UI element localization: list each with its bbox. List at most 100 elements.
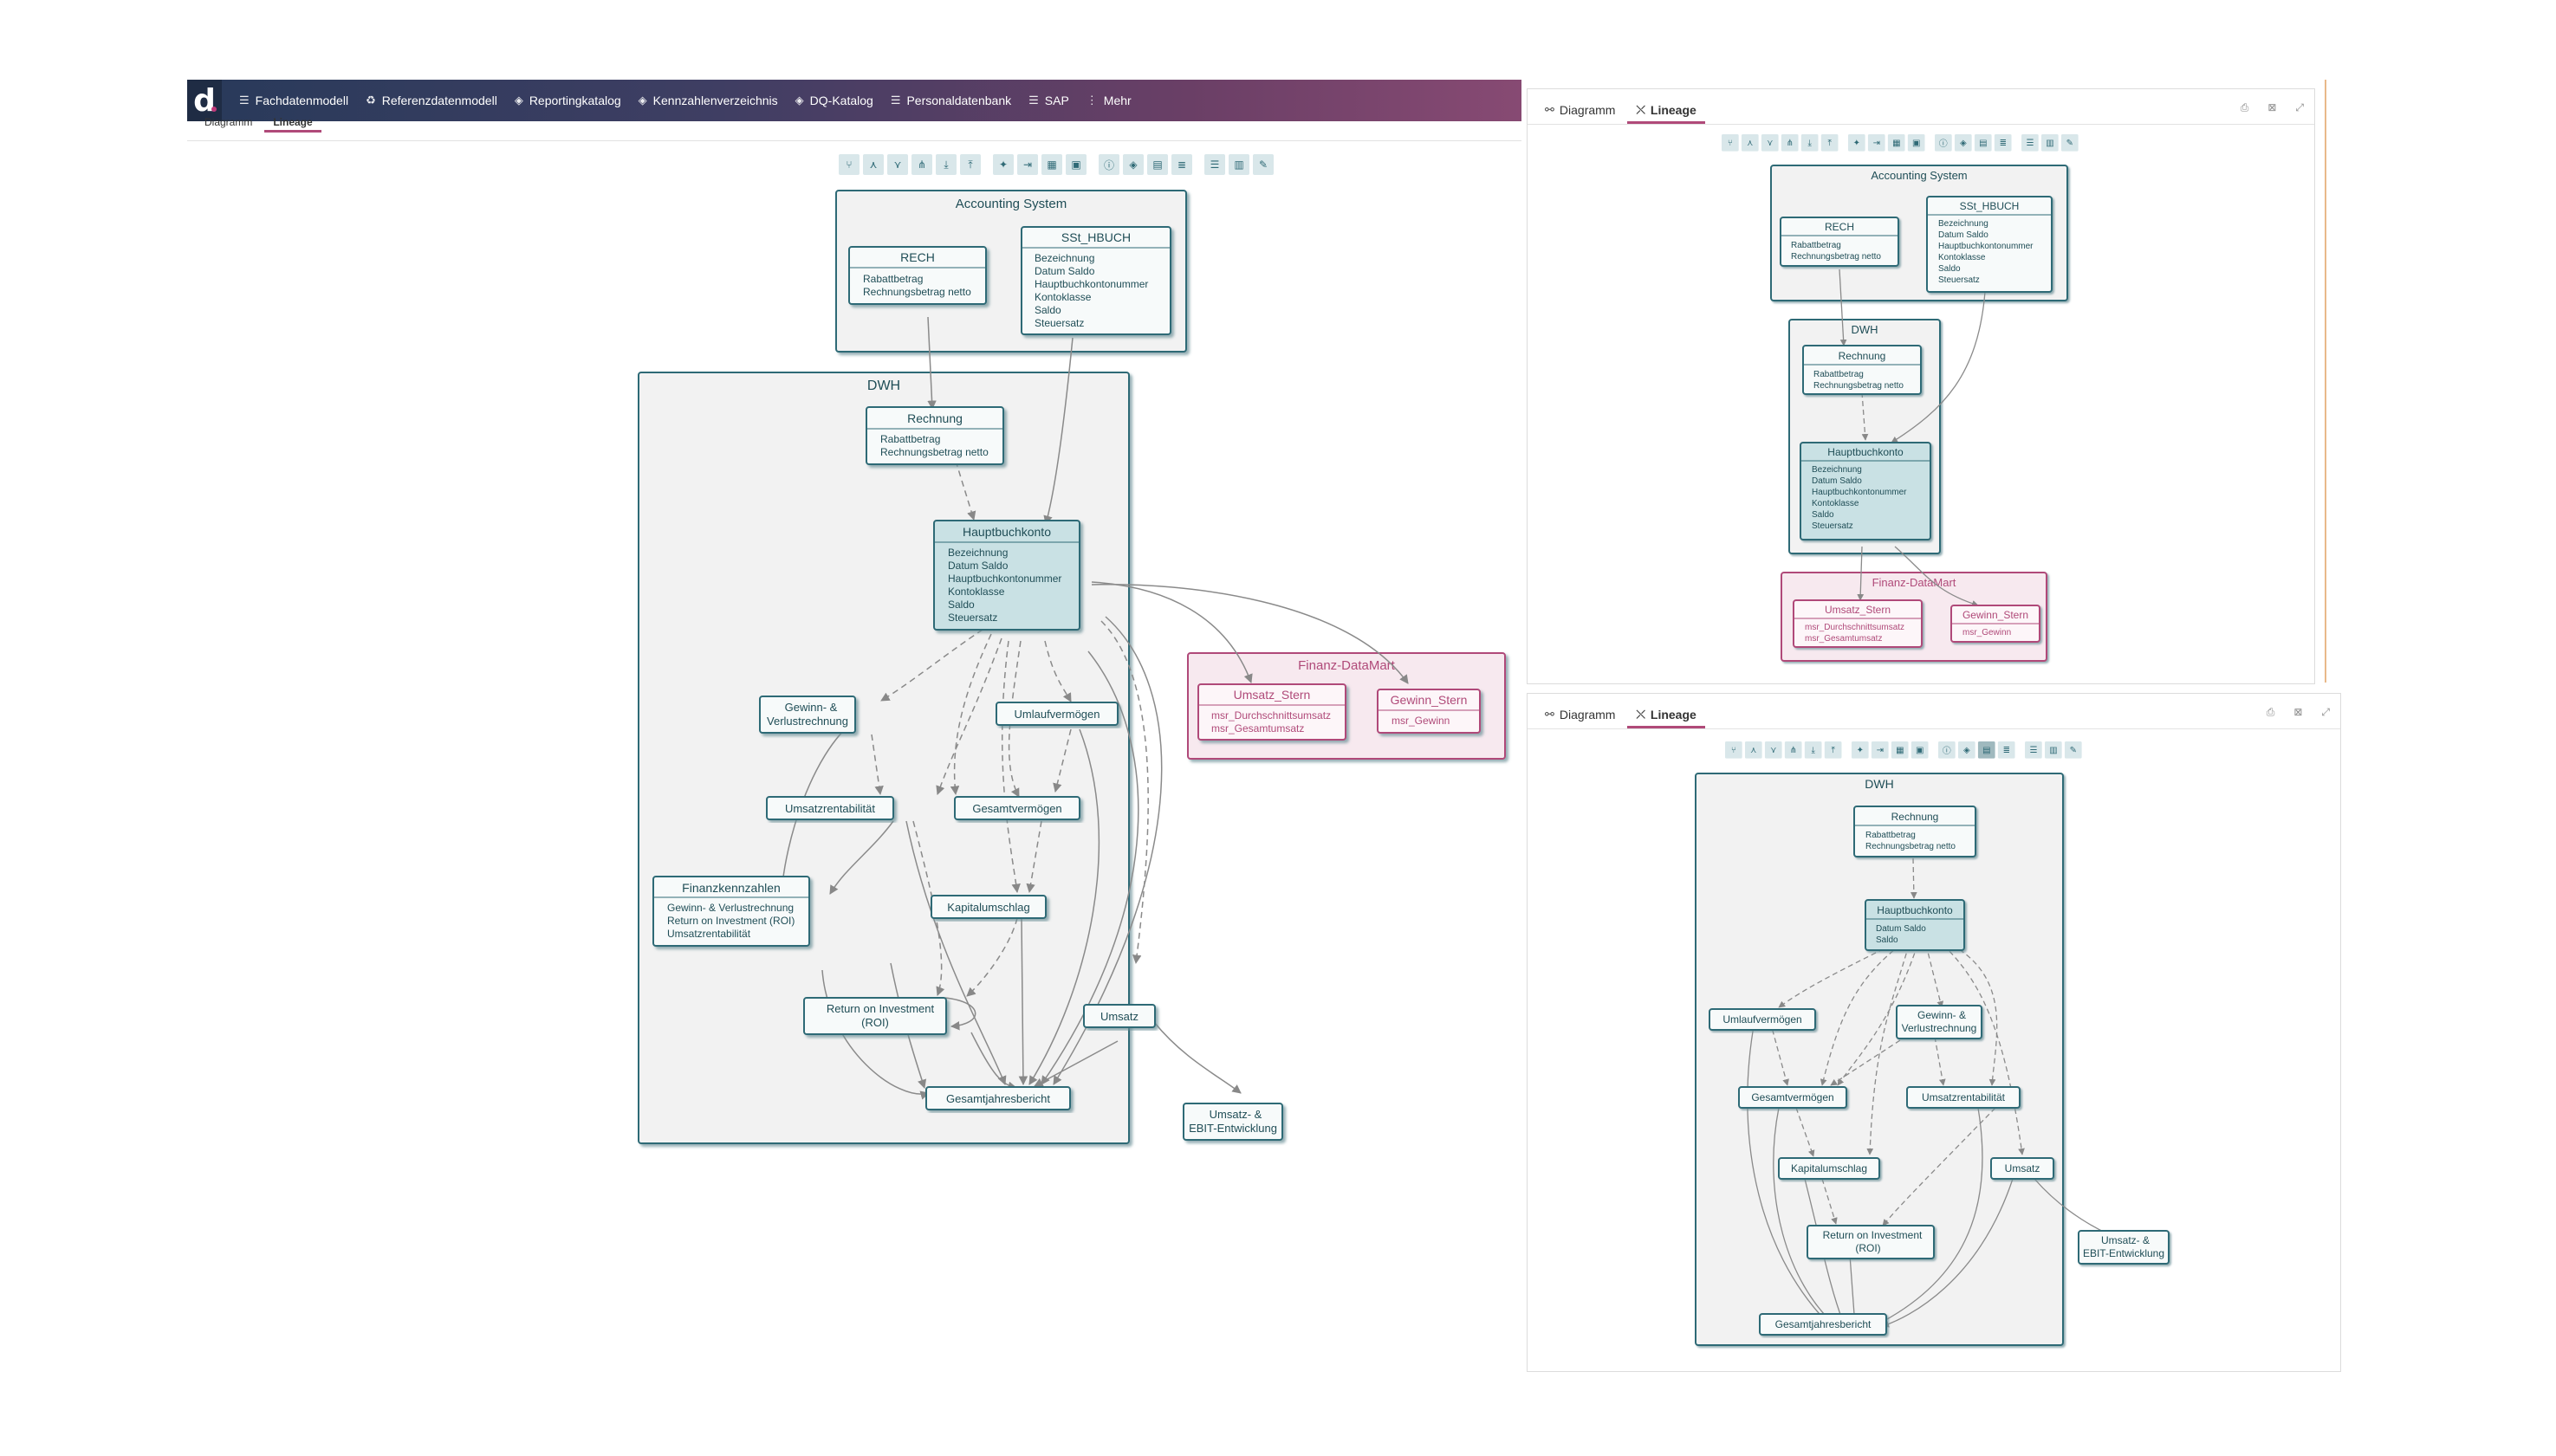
layout-tree-icon[interactable]: ⑂ — [1722, 134, 1739, 152]
tab-diagramm[interactable]: ⚯Diagramm — [1536, 103, 1624, 124]
center-icon[interactable]: ◈ — [1957, 741, 1975, 759]
arrow-icon[interactable]: ⇥ — [1017, 154, 1038, 175]
info-icon[interactable]: ⓘ — [1938, 741, 1956, 759]
node-gesamtjahresbericht[interactable]: Gesamtjahresbericht — [1759, 1313, 1887, 1336]
node-rech[interactable]: RECH Rabattbetrag Rechnungsbetrag netto — [848, 246, 987, 305]
node-hauptbuchkonto[interactable]: Hauptbuchkonto Datum Saldo Saldo — [1865, 899, 1965, 951]
expand-icon[interactable]: ⤢ — [2295, 101, 2304, 113]
node-gewinn-stern[interactable]: Gewinn_Stern msr_Gewinn — [1377, 689, 1481, 734]
node-umsatz-stern[interactable]: Umsatz_Stern msr_Durchschnittsumsatz msr… — [1197, 683, 1346, 741]
database-icon[interactable]: ▤ — [1977, 741, 1995, 759]
edit-icon[interactable]: ✎ — [2060, 134, 2079, 152]
node-return-on-investment[interactable]: Return on Investment (ROI) — [1807, 1225, 1935, 1259]
layout-branch-icon[interactable]: ⋔ — [1784, 741, 1802, 759]
layout-tree-icon[interactable]: ⑂ — [839, 154, 860, 175]
edit-icon[interactable]: ✎ — [1253, 154, 1274, 175]
list-icon[interactable]: ☰ — [2025, 741, 2042, 759]
tab-lineage[interactable]: Lineage — [264, 116, 321, 133]
align-bottom-icon[interactable]: ⤓ — [936, 154, 957, 175]
node-gewinn-stern[interactable]: Gewinn_Stern msr_Gewinn — [1950, 605, 2040, 643]
node-umlaufvermoegen[interactable]: Umlaufvermögen — [996, 702, 1119, 726]
pin-icon[interactable]: ✦ — [1847, 134, 1865, 152]
print-icon[interactable]: ⎙ — [2266, 706, 2275, 718]
node-rechnung[interactable]: Rechnung Rabattbetrag Rechnungsbetrag ne… — [1802, 345, 1922, 395]
edit-icon[interactable]: ✎ — [2064, 741, 2082, 759]
node-hauptbuchkonto[interactable]: Hauptbuchkonto Bezeichnung Datum Saldo H… — [1800, 442, 1931, 540]
grid-icon[interactable]: ▦ — [1891, 741, 1909, 759]
node-kapitalumschlag[interactable]: Kapitalumschlag — [931, 895, 1047, 919]
print-icon[interactable]: ⎙ — [2240, 101, 2249, 113]
align-bottom-icon[interactable]: ⤓ — [1800, 134, 1819, 152]
layout-down-icon[interactable]: ⋎ — [1764, 741, 1782, 759]
info-icon[interactable]: ⓘ — [1935, 134, 1952, 152]
center-icon[interactable]: ◈ — [1954, 134, 1972, 152]
stack-icon[interactable]: ≣ — [1994, 134, 2012, 152]
table-icon[interactable]: ▥ — [1229, 154, 1249, 175]
tab-lineage[interactable]: ⤬Lineage — [1627, 103, 1705, 124]
tab-diagramm[interactable]: ⚯Diagramm — [1536, 708, 1624, 728]
node-gewinn-verlustrechnung[interactable]: Gewinn- & Verlustrechnung — [759, 696, 856, 734]
close-icon[interactable]: ⊠ — [2293, 706, 2303, 718]
table-icon[interactable]: ▥ — [2041, 134, 2059, 152]
layout-down-icon[interactable]: ⋎ — [887, 154, 908, 175]
node-gewinn-verlustrechnung[interactable]: Gewinn- & Verlustrechnung — [1896, 1005, 1982, 1039]
table-icon[interactable]: ▥ — [2045, 741, 2062, 759]
save-icon[interactable]: ▣ — [1066, 154, 1087, 175]
nav-fachdatenmodell[interactable]: ☰Fachdatenmodell — [239, 94, 348, 107]
align-top-icon[interactable]: ⤒ — [1820, 134, 1839, 152]
tab-diagramm[interactable]: Diagramm — [196, 116, 261, 135]
node-umsatzrentabilitaet[interactable]: Umsatzrentabilität — [766, 796, 894, 820]
node-umsatz-ebit-entwicklung[interactable]: Umsatz- & EBIT-Entwicklung — [2078, 1230, 2170, 1265]
nav-dq-katalog[interactable]: ◈DQ-Katalog — [795, 94, 873, 107]
layout-branch-icon[interactable]: ⋔ — [911, 154, 932, 175]
arrow-icon[interactable]: ⇥ — [1871, 741, 1889, 759]
nav-referenzdatenmodell[interactable]: ♻Referenzdatenmodell — [366, 94, 497, 107]
info-icon[interactable]: ⓘ — [1099, 154, 1119, 175]
align-bottom-icon[interactable]: ⤓ — [1804, 741, 1822, 759]
node-finanzkennzahlen[interactable]: Finanzkennzahlen Gewinn- & Verlustrechnu… — [652, 876, 810, 947]
grid-icon[interactable]: ▦ — [1041, 154, 1062, 175]
arrow-icon[interactable]: ⇥ — [1867, 134, 1885, 152]
node-gesamtvermoegen[interactable]: Gesamtvermögen — [1738, 1086, 1847, 1109]
nav-personaldatenbank[interactable]: ☰Personaldatenbank — [891, 94, 1011, 107]
expand-icon[interactable]: ⤢ — [2321, 706, 2330, 718]
node-umsatz[interactable]: Umsatz — [1083, 1004, 1156, 1028]
layout-up-icon[interactable]: ⋏ — [1744, 741, 1762, 759]
node-sst-hbuch[interactable]: SSt_HBUCH Bezeichnung Datum Saldo Hauptb… — [1926, 196, 2053, 293]
node-return-on-investment[interactable]: Return on Investment (ROI) — [803, 997, 947, 1035]
layout-tree-icon[interactable]: ⑂ — [1725, 741, 1742, 759]
nav-reportingkatalog[interactable]: ◈Reportingkatalog — [515, 94, 621, 107]
grid-icon[interactable]: ▦ — [1887, 134, 1905, 152]
node-umsatz-ebit-entwicklung[interactable]: Umsatz- & EBIT-Entwicklung — [1183, 1103, 1283, 1141]
node-umsatzrentabilitaet[interactable]: Umsatzrentabilität — [1906, 1086, 2021, 1109]
stack-icon[interactable]: ≣ — [1171, 154, 1192, 175]
node-rech[interactable]: RECH Rabattbetrag Rechnungsbetrag netto — [1780, 217, 1899, 267]
nav-mehr[interactable]: ⋮Mehr — [1087, 94, 1132, 107]
list-icon[interactable]: ☰ — [2021, 134, 2039, 152]
pin-icon[interactable]: ✦ — [993, 154, 1014, 175]
node-hauptbuchkonto[interactable]: Hauptbuchkonto Bezeichnung Datum Saldo H… — [933, 520, 1080, 631]
tab-lineage[interactable]: ⤬Lineage — [1627, 708, 1705, 728]
stack-icon[interactable]: ≣ — [1997, 741, 2015, 759]
layout-up-icon[interactable]: ⋏ — [863, 154, 884, 175]
center-icon[interactable]: ◈ — [1123, 154, 1144, 175]
layout-down-icon[interactable]: ⋎ — [1761, 134, 1779, 152]
container-dwh[interactable]: DWH — [1695, 773, 2064, 1346]
align-top-icon[interactable]: ⤒ — [1824, 741, 1842, 759]
align-top-icon[interactable]: ⤒ — [960, 154, 981, 175]
node-gesamtjahresbericht[interactable]: Gesamtjahresbericht — [925, 1086, 1071, 1110]
node-rechnung[interactable]: Rechnung Rabattbetrag Rechnungsbetrag ne… — [866, 406, 1004, 465]
layout-up-icon[interactable]: ⋏ — [1741, 134, 1759, 152]
node-rechnung[interactable]: Rechnung Rabattbetrag Rechnungsbetrag ne… — [1853, 806, 1976, 857]
nav-kennzahlenverzeichnis[interactable]: ◈Kennzahlenverzeichnis — [639, 94, 778, 107]
node-gesamtvermoegen[interactable]: Gesamtvermögen — [954, 796, 1080, 820]
save-icon[interactable]: ▣ — [1907, 134, 1925, 152]
database-icon[interactable]: ▤ — [1147, 154, 1168, 175]
save-icon[interactable]: ▣ — [1911, 741, 1929, 759]
node-umlaufvermoegen[interactable]: Umlaufvermögen — [1709, 1008, 1816, 1031]
close-icon[interactable]: ⊠ — [2267, 101, 2277, 113]
node-umsatz[interactable]: Umsatz — [1990, 1157, 2054, 1180]
list-icon[interactable]: ☰ — [1204, 154, 1225, 175]
node-kapitalumschlag[interactable]: Kapitalumschlag — [1778, 1157, 1880, 1180]
app-logo[interactable]: d — [187, 80, 222, 121]
